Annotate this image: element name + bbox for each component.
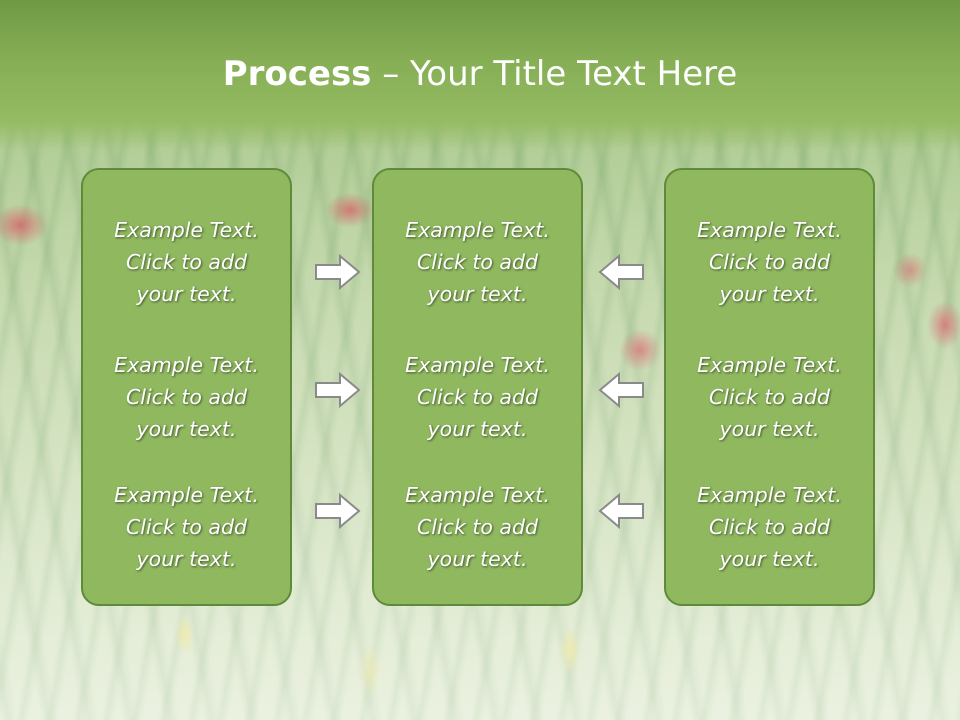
text-placeholder[interactable]: Example Text. Click to add your text.	[374, 349, 581, 445]
text-placeholder[interactable]: Example Text. Click to add your text.	[666, 214, 873, 310]
text-line: Example Text.	[114, 353, 259, 377]
text-placeholder[interactable]: Example Text. Click to add your text.	[374, 214, 581, 310]
text-line: Example Text.	[114, 218, 259, 242]
text-line: your text.	[719, 282, 820, 306]
title-bar	[0, 0, 960, 150]
text-line: your text.	[427, 547, 528, 571]
text-line: Example Text.	[697, 353, 842, 377]
text-line: your text.	[136, 547, 237, 571]
process-panel-right[interactable]: Example Text. Click to add your text. Ex…	[664, 168, 875, 606]
slide-title[interactable]: Process – Your Title Text Here	[0, 52, 960, 96]
text-line: Click to add	[416, 250, 539, 274]
text-line: Example Text.	[405, 218, 550, 242]
text-placeholder[interactable]: Example Text. Click to add your text.	[666, 479, 873, 575]
text-line: Click to add	[125, 385, 248, 409]
text-line: your text.	[719, 417, 820, 441]
text-placeholder[interactable]: Example Text. Click to add your text.	[666, 349, 873, 445]
text-line: Click to add	[125, 515, 248, 539]
left-arrow-icon	[597, 253, 645, 291]
left-arrow-icon	[597, 371, 645, 409]
title-rest-part: – Your Title Text Here	[371, 54, 738, 94]
right-arrow-icon	[314, 253, 362, 291]
text-line: Click to add	[416, 385, 539, 409]
text-placeholder[interactable]: Example Text. Click to add your text.	[83, 214, 290, 310]
left-arrow-icon	[597, 492, 645, 530]
right-arrow-icon	[314, 492, 362, 530]
text-line: Example Text.	[405, 483, 550, 507]
right-arrow-icon	[314, 371, 362, 409]
text-line: your text.	[719, 547, 820, 571]
text-line: your text.	[427, 282, 528, 306]
text-line: Click to add	[708, 385, 831, 409]
text-placeholder[interactable]: Example Text. Click to add your text.	[374, 479, 581, 575]
text-line: Click to add	[708, 250, 831, 274]
text-line: Click to add	[125, 250, 248, 274]
text-placeholder[interactable]: Example Text. Click to add your text.	[83, 349, 290, 445]
text-line: Example Text.	[697, 218, 842, 242]
text-line: your text.	[427, 417, 528, 441]
text-line: Click to add	[416, 515, 539, 539]
text-placeholder[interactable]: Example Text. Click to add your text.	[83, 479, 290, 575]
process-panel-center[interactable]: Example Text. Click to add your text. Ex…	[372, 168, 583, 606]
text-line: your text.	[136, 417, 237, 441]
process-panel-left[interactable]: Example Text. Click to add your text. Ex…	[81, 168, 292, 606]
text-line: Example Text.	[114, 483, 259, 507]
title-bold-part: Process	[222, 54, 372, 94]
text-line: Click to add	[708, 515, 831, 539]
text-line: Example Text.	[697, 483, 842, 507]
text-line: your text.	[136, 282, 237, 306]
text-line: Example Text.	[405, 353, 550, 377]
